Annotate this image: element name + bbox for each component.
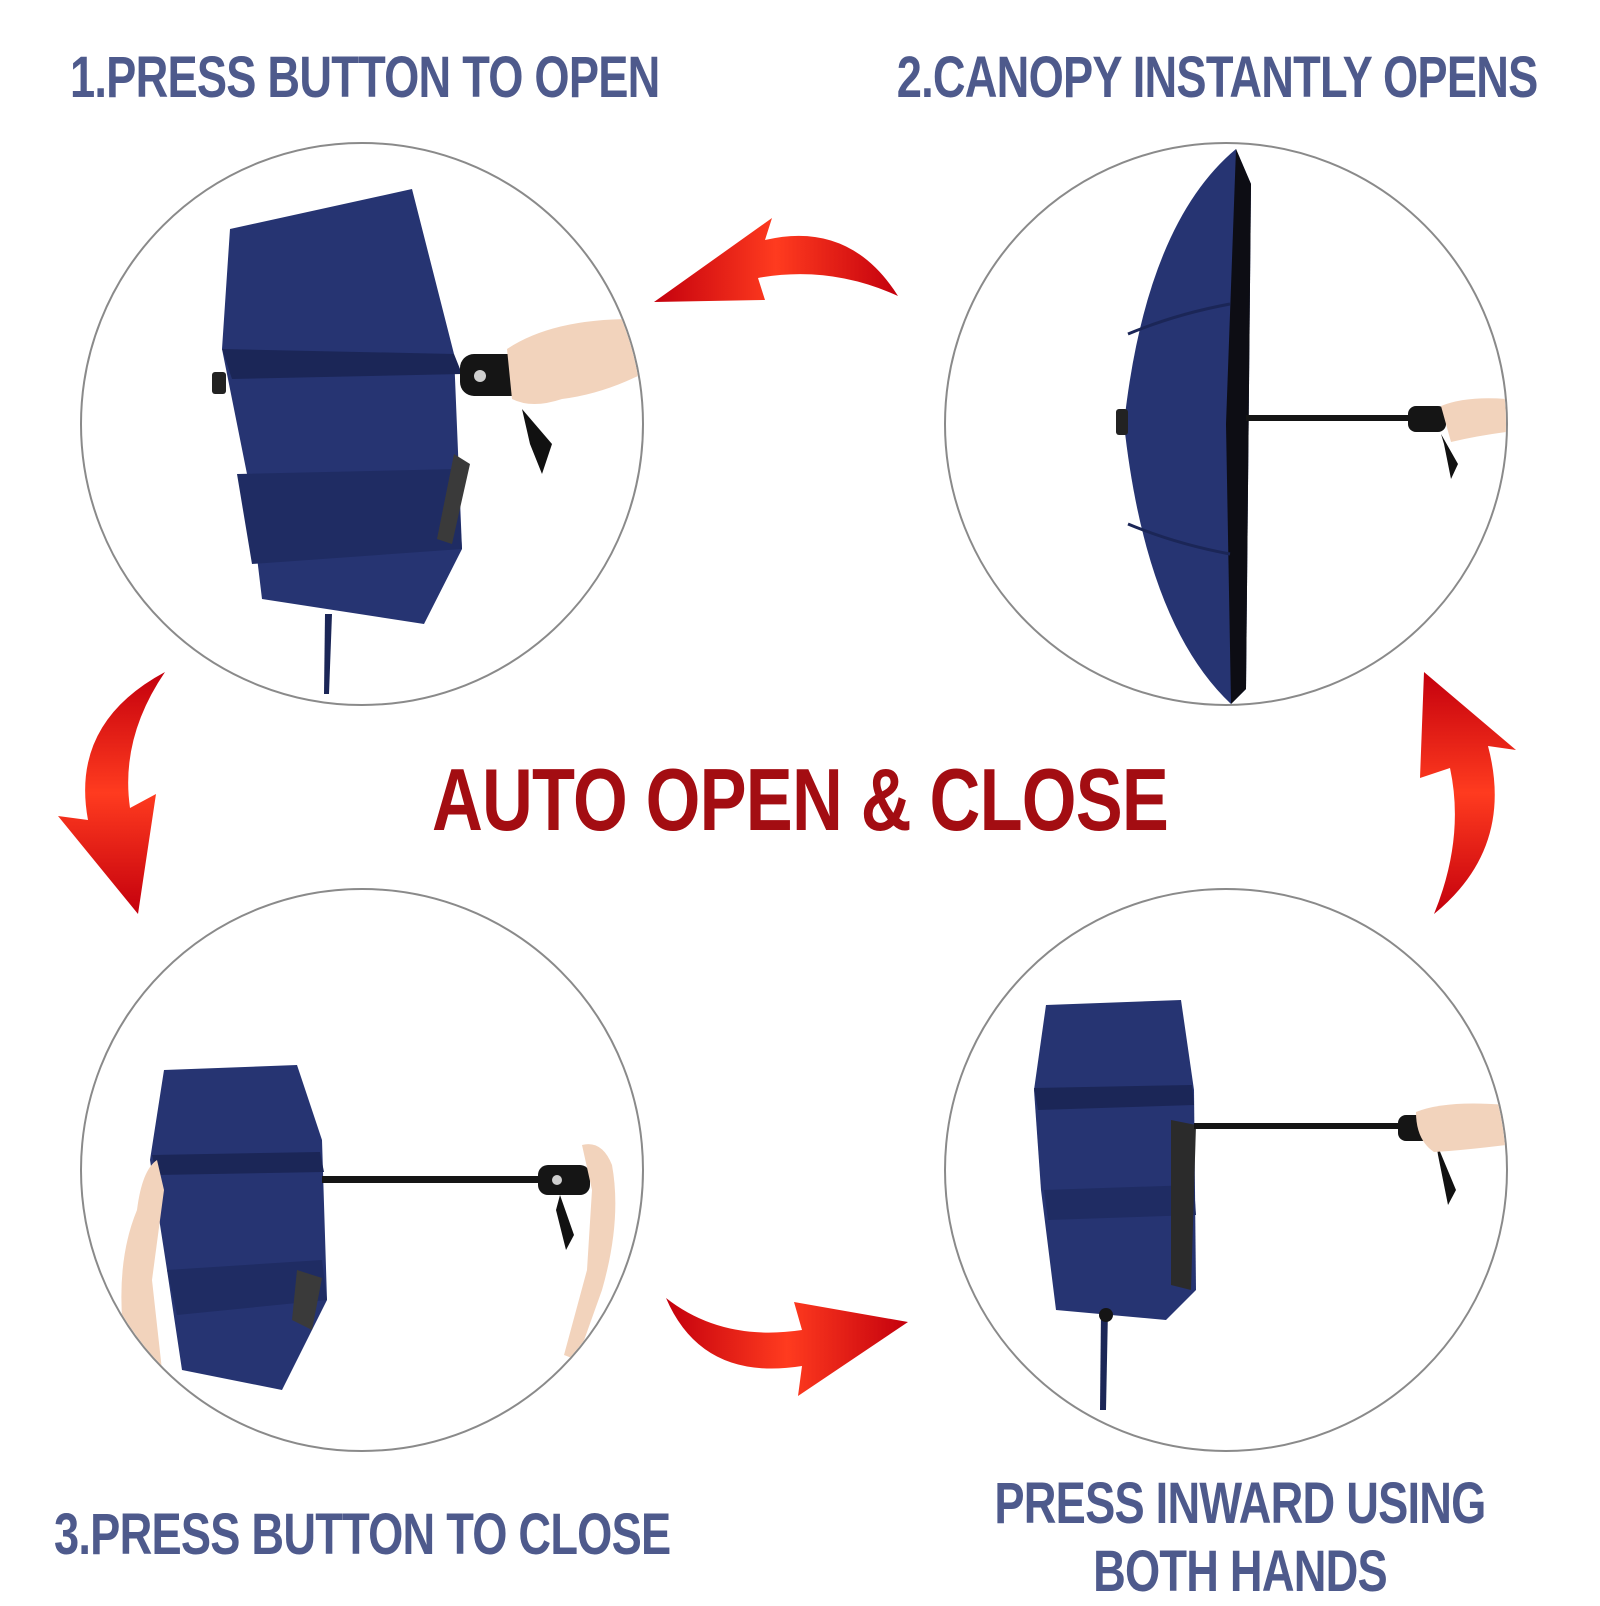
curved-arrow-left-icon [650,210,900,310]
step-3-illustration [80,888,644,1452]
curved-arrow-right-icon [662,1292,912,1402]
step-4-caption: PRESS INWARD USING BOTH HANDS [994,1471,1486,1604]
umbrella-closed-image [1034,1000,1506,1410]
step-1-caption: 1.PRESS BUTTON TO OPEN [70,45,660,110]
main-title: AUTO OPEN & CLOSE [431,750,1169,849]
umbrella-opening-image [212,189,642,694]
step-1-illustration [80,142,644,706]
step-3-caption: 3.PRESS BUTTON TO CLOSE [54,1502,671,1567]
curved-arrow-down-icon [50,668,170,918]
step-4-illustration [944,888,1508,1452]
step-2-caption: 2.CANOPY INSTANTLY OPENS [897,45,1539,110]
step-2-illustration [944,142,1508,706]
curved-arrow-up-icon [1420,668,1520,918]
umbrella-open-image [1116,149,1506,704]
umbrella-closing-image [121,1065,616,1390]
